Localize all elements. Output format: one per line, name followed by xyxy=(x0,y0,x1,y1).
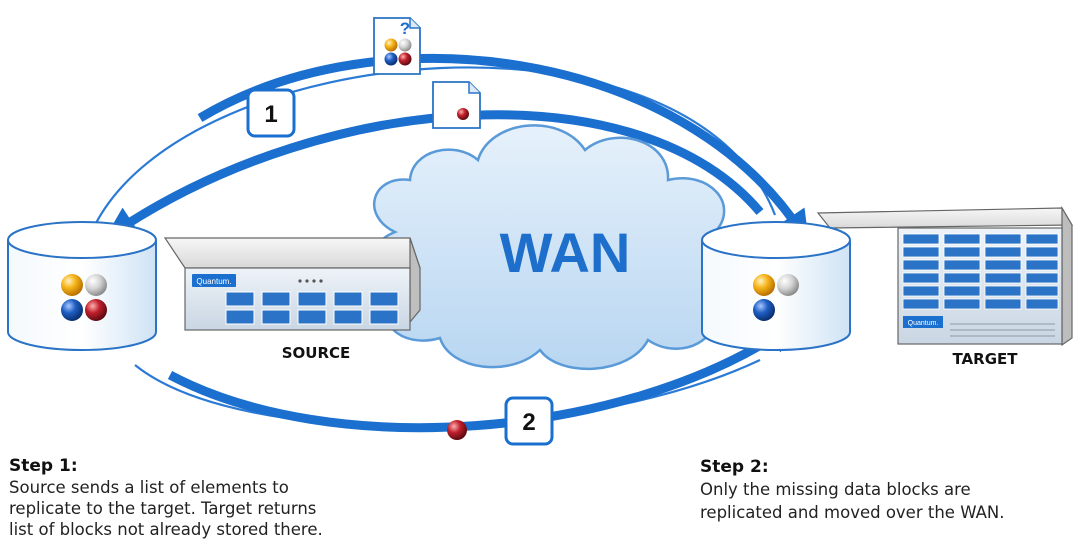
data-block-gray-icon xyxy=(85,274,107,296)
step-1-heading: Step 1: xyxy=(9,456,78,476)
step-2-text: Only the missing data blocks are replica… xyxy=(700,478,1074,524)
step-1-badge: 1 xyxy=(246,88,296,138)
data-block-red-icon xyxy=(85,299,107,321)
outer-arc-bottom xyxy=(134,359,761,428)
data-block-orange-icon xyxy=(61,274,83,296)
source-disk-icon xyxy=(7,221,157,351)
moving-data-block-icon xyxy=(447,420,467,440)
step-1-line: list of blocks not already stored there. xyxy=(9,520,323,539)
step-1-caption: Step 1: Source sends a list of elements … xyxy=(9,456,449,540)
data-block-gray-icon xyxy=(777,274,799,296)
query-symbol: ? xyxy=(400,19,410,38)
source-label: SOURCE xyxy=(282,344,351,362)
target-brand: Quantum. xyxy=(908,320,939,327)
arrow-step2 xyxy=(167,321,799,433)
step-2-badge: 2 xyxy=(504,396,554,446)
step-1-line: Source sends a list of elements to xyxy=(9,478,289,497)
target-label: TARGET xyxy=(952,350,1018,368)
step-2-badge-label: 2 xyxy=(522,409,535,436)
outer-arc-top xyxy=(94,66,777,226)
step-2-caption: Step 2: Only the missing data blocks are… xyxy=(700,457,1074,524)
target-data-blocks xyxy=(753,274,799,321)
source-brand: Quantum. xyxy=(196,277,231,286)
step-2-line: replicated and moved over the WAN. xyxy=(700,503,1005,522)
wan-label: WAN xyxy=(500,221,631,284)
data-block-blue-icon xyxy=(61,299,83,321)
data-block-blue-icon xyxy=(753,299,775,321)
step-1-badge-label: 1 xyxy=(264,101,277,128)
step-1-line: replicate to the target. Target returns xyxy=(9,499,317,518)
step-1-text: Source sends a list of elements to repli… xyxy=(9,477,449,540)
query-document-icon: ? xyxy=(373,17,421,75)
target-disk-icon xyxy=(701,221,851,351)
data-block-orange-icon xyxy=(753,274,775,296)
source-data-blocks xyxy=(61,274,107,321)
arrow-to-target xyxy=(197,53,810,244)
target-server-icon: Quantum. xyxy=(816,205,1074,347)
reply-document-icon xyxy=(432,81,481,129)
step-2-line: Only the missing data blocks are xyxy=(700,480,971,499)
step-2-heading: Step 2: xyxy=(700,457,769,477)
source-server-icon: Quantum. xyxy=(163,237,421,331)
